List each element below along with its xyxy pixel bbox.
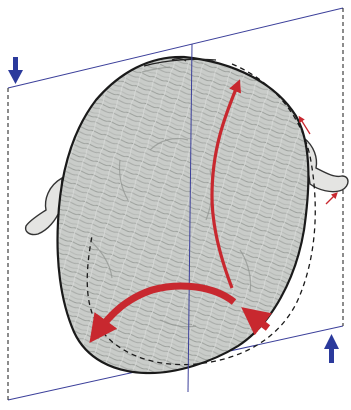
right-ear-icon — [304, 138, 348, 192]
deformed-head-outline — [58, 57, 309, 373]
down-arrow-icon — [8, 57, 23, 84]
right-ear-shift-arrow-down — [326, 194, 336, 204]
up-arrow-icon — [324, 334, 339, 363]
left-ear-icon — [26, 178, 62, 235]
